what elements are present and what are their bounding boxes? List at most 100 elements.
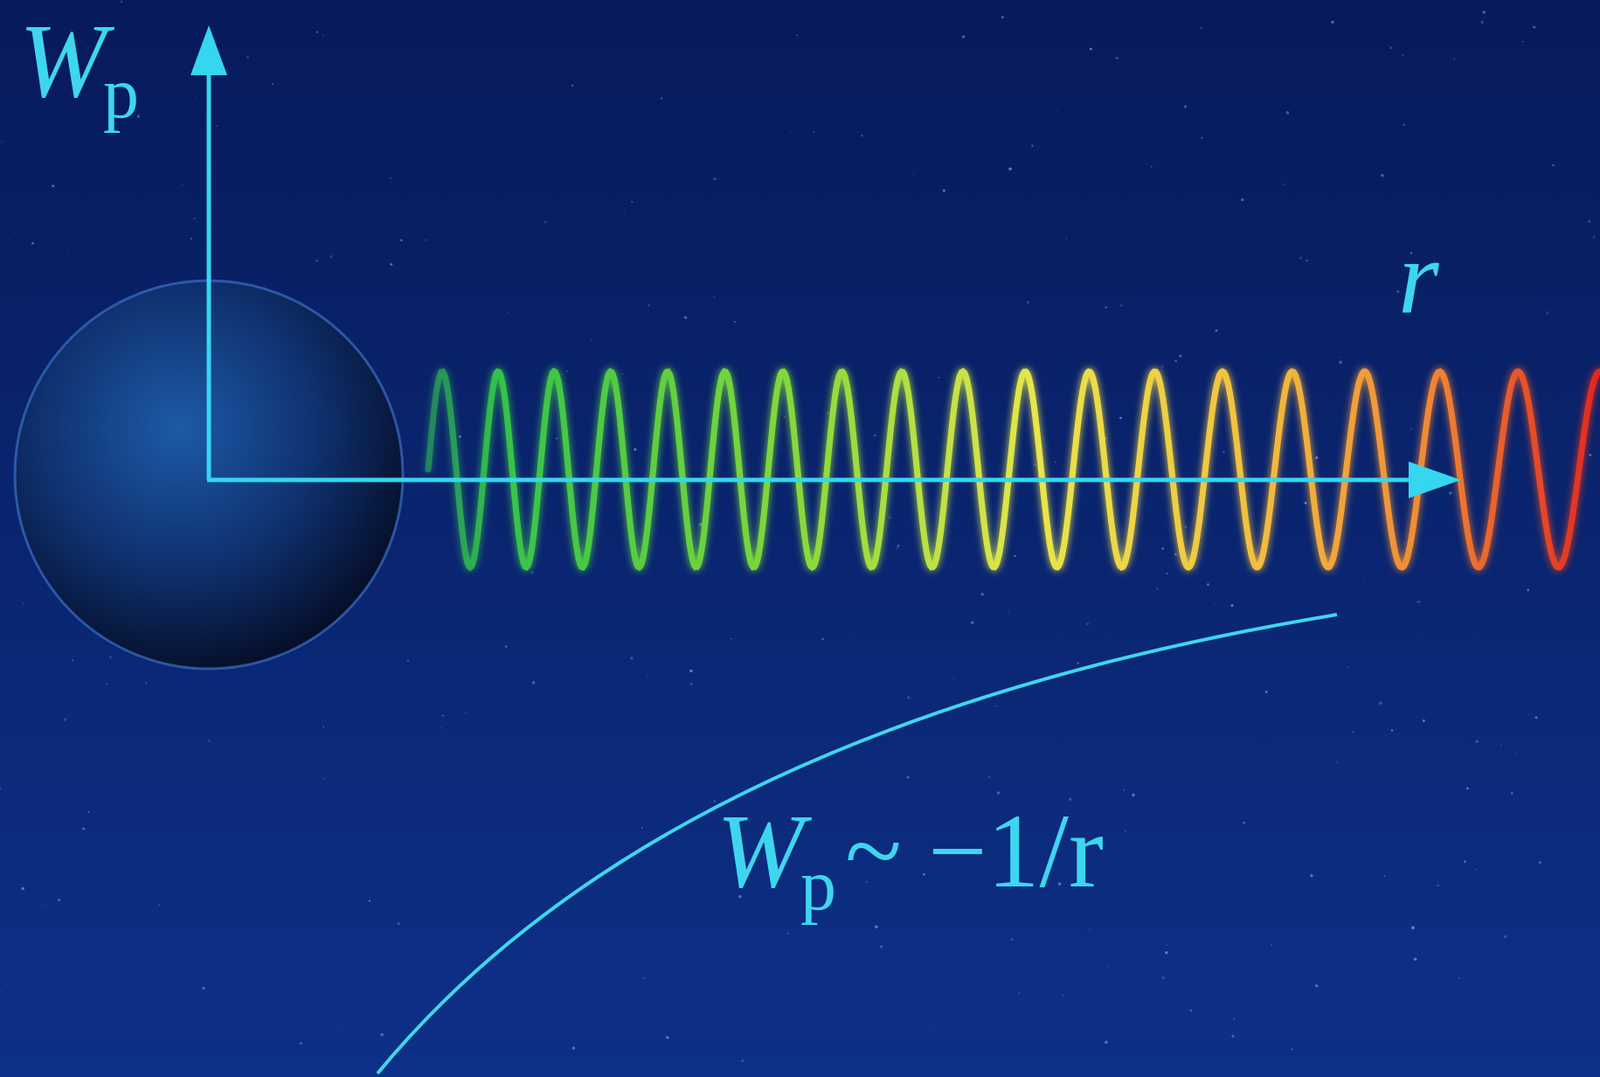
star [897, 544, 901, 548]
star [1510, 791, 1514, 795]
star [555, 436, 559, 440]
star [1448, 491, 1452, 494]
star [1010, 937, 1014, 942]
star [322, 726, 325, 728]
star [660, 338, 662, 340]
star [641, 826, 644, 829]
star [741, 1059, 743, 1061]
star [1500, 743, 1503, 746]
star [1380, 173, 1384, 177]
star [622, 373, 624, 375]
star [544, 221, 548, 224]
star [996, 705, 998, 707]
star [1413, 956, 1418, 961]
star [1286, 110, 1290, 115]
star [1026, 300, 1031, 305]
star [874, 925, 879, 929]
star [1283, 183, 1285, 185]
star [1081, 215, 1083, 217]
star [665, 1035, 669, 1039]
star [1054, 461, 1056, 463]
star [299, 1041, 303, 1045]
star [1240, 198, 1244, 201]
star [1466, 786, 1469, 790]
star [44, 904, 47, 907]
star [1309, 873, 1313, 877]
star [1526, 588, 1530, 592]
star [1527, 60, 1529, 62]
star [1184, 105, 1187, 109]
star [13, 231, 15, 233]
star [660, 97, 663, 100]
star [1162, 976, 1165, 979]
star [207, 739, 212, 743]
star [887, 515, 892, 520]
star [913, 173, 915, 175]
star [1480, 20, 1484, 25]
star [1463, 859, 1467, 863]
star [1108, 965, 1110, 968]
star [87, 810, 90, 813]
star [1232, 1017, 1235, 1019]
star [813, 131, 816, 133]
star [329, 255, 333, 258]
star [1338, 357, 1341, 360]
star [1347, 665, 1350, 668]
star [970, 621, 974, 624]
star [1475, 740, 1479, 743]
star [1231, 1034, 1234, 1038]
star [0, 140, 3, 143]
star [826, 412, 830, 416]
star [271, 83, 274, 85]
star [63, 717, 68, 721]
star [1291, 1048, 1294, 1051]
star [145, 681, 147, 684]
star [929, 1023, 932, 1026]
star [322, 34, 325, 36]
star [505, 644, 508, 648]
star [937, 376, 940, 379]
star [1538, 860, 1542, 864]
star [1545, 311, 1550, 315]
star [1104, 305, 1108, 309]
star [713, 799, 716, 803]
star [786, 932, 790, 936]
star [506, 311, 508, 313]
star [1217, 296, 1219, 298]
star [1416, 601, 1419, 603]
star [1351, 730, 1355, 734]
star [1410, 428, 1413, 430]
star [879, 944, 883, 948]
star [1230, 603, 1233, 607]
star [860, 134, 864, 138]
star [821, 637, 825, 640]
star [1178, 354, 1182, 358]
star [1534, 715, 1538, 719]
star [630, 656, 633, 659]
potential-curve [377, 614, 1337, 1074]
star [1363, 578, 1365, 580]
star [1270, 943, 1272, 945]
axis-label: r [1398, 225, 1440, 331]
star [1482, 10, 1486, 14]
star [1265, 690, 1268, 693]
star [1106, 658, 1108, 659]
star [396, 921, 400, 925]
star [194, 95, 196, 97]
star [1174, 553, 1178, 556]
star [1384, 874, 1386, 877]
star [1166, 944, 1168, 946]
arrow-head [1408, 461, 1462, 499]
star [51, 184, 55, 188]
star [684, 315, 688, 319]
star [1503, 935, 1508, 939]
star [988, 775, 991, 778]
star [1315, 983, 1319, 988]
star [633, 448, 637, 451]
star [158, 903, 160, 906]
star [380, 1032, 384, 1037]
star [1532, 26, 1536, 29]
star [1008, 166, 1012, 171]
star [1389, 46, 1393, 49]
